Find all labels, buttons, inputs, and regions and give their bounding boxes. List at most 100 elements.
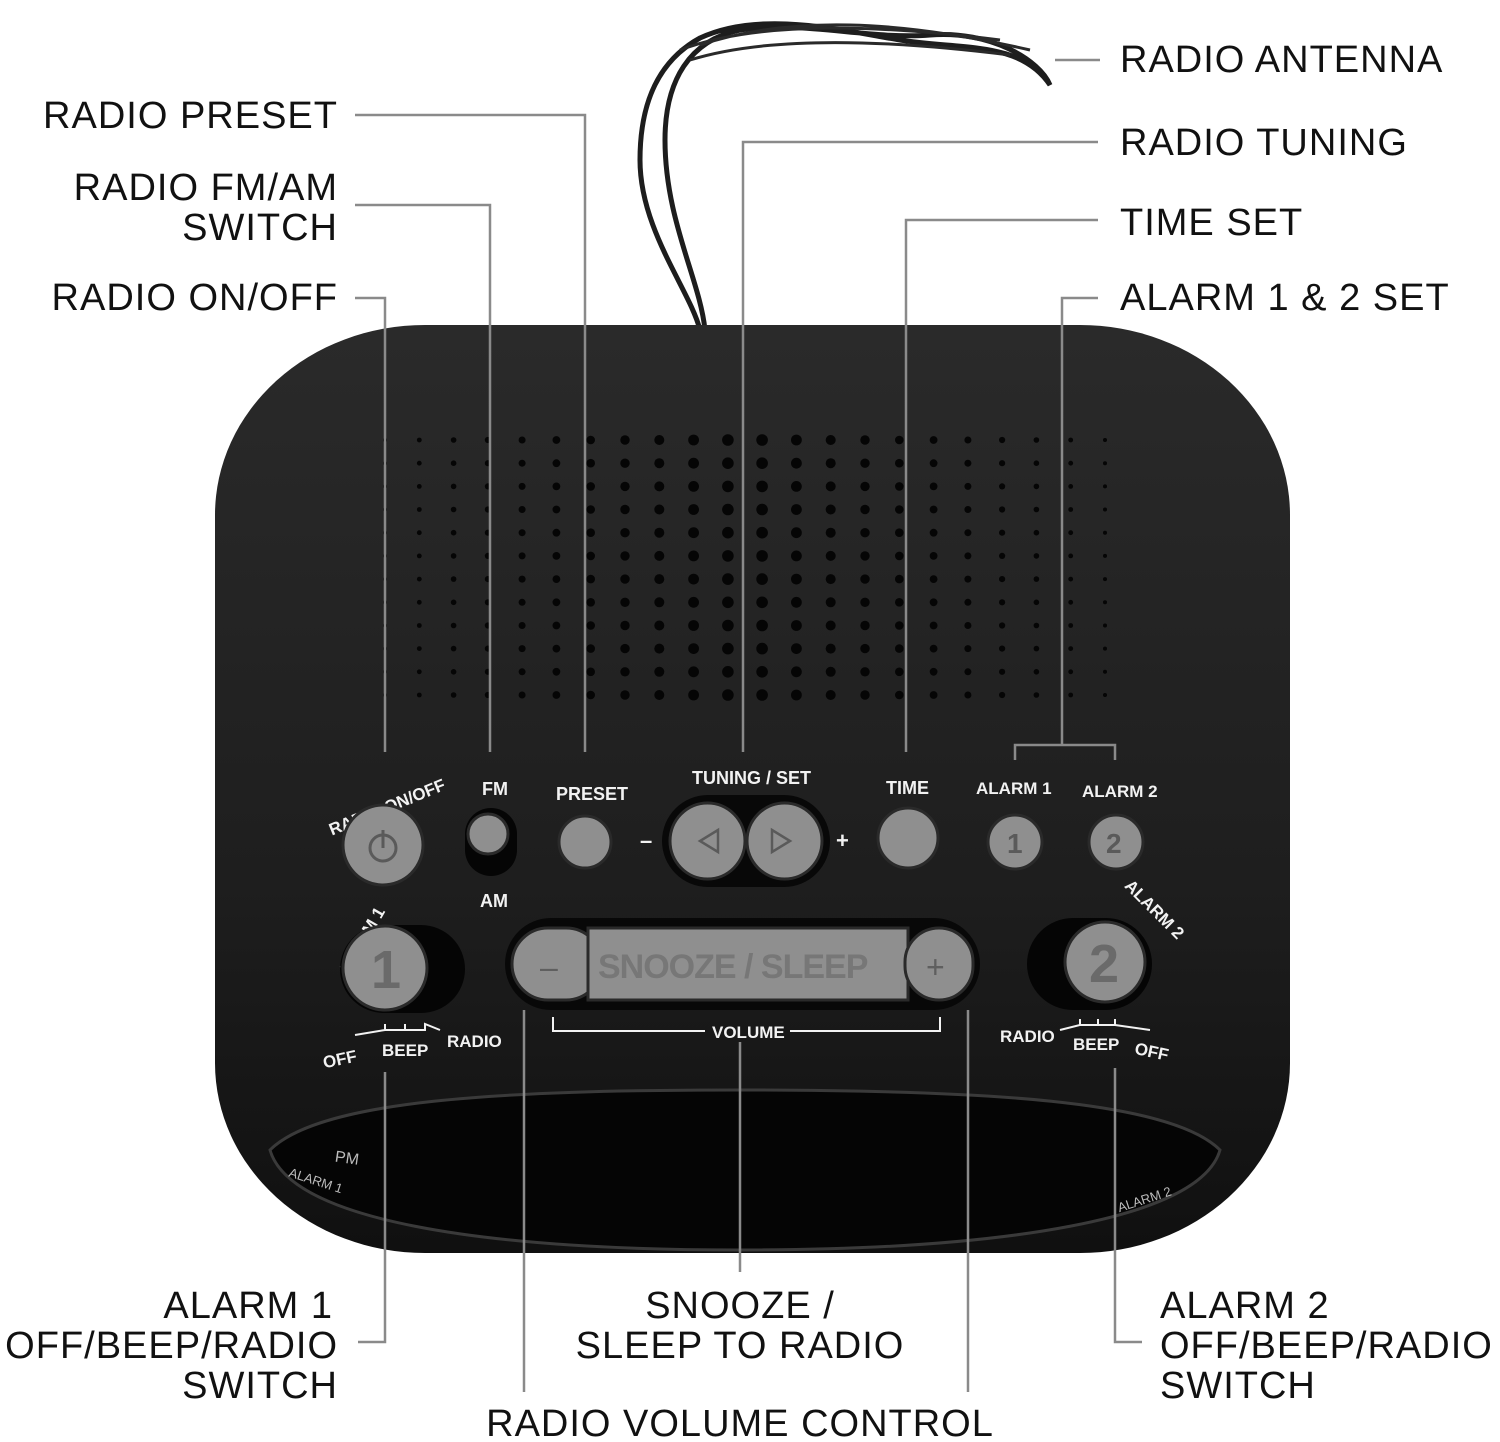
alarm1-switch-knob[interactable] <box>341 924 429 1012</box>
grille-hole <box>791 457 802 469</box>
grille-hole <box>1068 530 1074 536</box>
grille-hole <box>518 529 526 537</box>
grille-hole <box>654 643 665 654</box>
callout-fm-am-line2: SWITCH <box>182 207 338 249</box>
display-pm-label: PM <box>334 1149 360 1169</box>
grille-hole <box>416 623 422 628</box>
grille-hole <box>929 505 938 514</box>
grille-hole <box>1033 506 1040 513</box>
grille-hole <box>895 574 904 584</box>
grille-hole <box>860 435 870 445</box>
preset-button[interactable] <box>557 814 613 870</box>
grille-hole <box>1068 692 1074 698</box>
volume-up-symbol: + <box>926 949 945 985</box>
grille-hole <box>620 620 630 631</box>
grille-hole <box>756 503 768 516</box>
grille-hole <box>929 598 938 607</box>
alarm2-switch-knob[interactable] <box>1063 920 1147 1004</box>
time-button[interactable] <box>876 806 940 870</box>
grille-hole <box>688 550 699 562</box>
alarm2-set-number: 2 <box>1106 828 1122 859</box>
grille-hole <box>1103 669 1107 674</box>
grille-hole <box>791 620 802 631</box>
am-label: AM <box>480 891 508 911</box>
alarm2-knob-number: 2 <box>1089 934 1119 994</box>
clock-body <box>215 325 1290 1253</box>
grille-hole <box>860 458 870 468</box>
grille-hole <box>964 506 972 513</box>
grille-hole <box>791 481 802 492</box>
grille-hole <box>450 553 457 559</box>
grille-hole <box>1033 599 1040 606</box>
grille-hole <box>654 481 665 492</box>
grille-hole <box>929 691 938 699</box>
grille-hole <box>1033 645 1040 652</box>
grille-hole <box>586 667 595 677</box>
grille-hole <box>1103 530 1107 535</box>
grille-hole <box>518 575 526 583</box>
grille-hole <box>825 481 836 492</box>
grille-hole <box>620 690 630 700</box>
alarm2-set-label: ALARM 2 <box>1082 782 1158 801</box>
grille-hole <box>825 597 836 608</box>
volume-up-button[interactable] <box>903 926 975 1002</box>
grille-hole <box>999 691 1006 699</box>
grille-hole <box>654 458 665 469</box>
grille-hole <box>552 691 561 699</box>
grille-hole <box>1068 576 1074 582</box>
grille-hole <box>895 621 904 630</box>
volume-bracket <box>552 1017 941 1032</box>
grille-hole <box>964 668 972 676</box>
grille-hole <box>586 690 595 700</box>
grille-hole <box>999 506 1006 513</box>
grille-hole <box>791 573 802 585</box>
grille-hole <box>1068 460 1074 466</box>
fm-am-switch[interactable] <box>466 812 510 856</box>
tuning-down-button[interactable] <box>668 801 747 881</box>
grille-hole <box>999 552 1006 560</box>
grille-hole <box>929 644 938 653</box>
grille-hole <box>620 551 630 561</box>
grille-hole <box>860 574 870 584</box>
callout-radio-tuning: RADIO TUNING <box>1120 122 1408 164</box>
grille-hole <box>620 504 630 515</box>
callout-alarm1-switch-line2: OFF/BEEP/RADIO <box>5 1325 338 1367</box>
grille-hole <box>552 482 561 491</box>
grille-hole <box>1033 622 1040 629</box>
snooze-sleep-button[interactable] <box>586 926 910 1002</box>
leader-volume <box>522 1010 970 1392</box>
grille-hole <box>1033 669 1040 675</box>
grille-hole <box>999 436 1006 444</box>
callout-time-set: TIME SET <box>1120 202 1303 244</box>
grille-hole <box>654 435 665 445</box>
grille-hole <box>929 575 938 583</box>
grille-hole <box>825 574 836 585</box>
grille-hole <box>756 526 768 539</box>
grille-hole <box>620 597 630 607</box>
alarm1-set-button[interactable] <box>986 813 1044 871</box>
grille-hole <box>964 622 972 629</box>
grille-hole <box>620 667 630 677</box>
grille-hole <box>688 596 699 608</box>
alarm1-beep-label: BEEP <box>382 1041 428 1060</box>
snooze-sleep-text: SNOOZE / SLEEP <box>598 948 868 986</box>
tuning-up-button[interactable] <box>745 801 824 881</box>
grille-hole <box>654 620 665 631</box>
leader-time-set <box>904 218 1098 752</box>
grille-hole <box>722 503 734 516</box>
grille-hole <box>1068 507 1074 512</box>
grille-hole <box>999 576 1006 583</box>
grille-hole <box>688 527 699 539</box>
alarm1-knob-number: 1 <box>371 940 401 1000</box>
grille-hole <box>964 552 972 560</box>
grille-hole <box>825 643 836 654</box>
grille-hole <box>756 642 768 655</box>
alarm2-set-button[interactable] <box>1087 813 1145 871</box>
grille-hole <box>450 460 457 467</box>
grille-hole <box>416 599 422 605</box>
grille-hole <box>895 458 904 468</box>
grille-hole <box>450 692 457 698</box>
leader-fm-am <box>355 203 492 752</box>
grille-hole <box>518 552 526 560</box>
